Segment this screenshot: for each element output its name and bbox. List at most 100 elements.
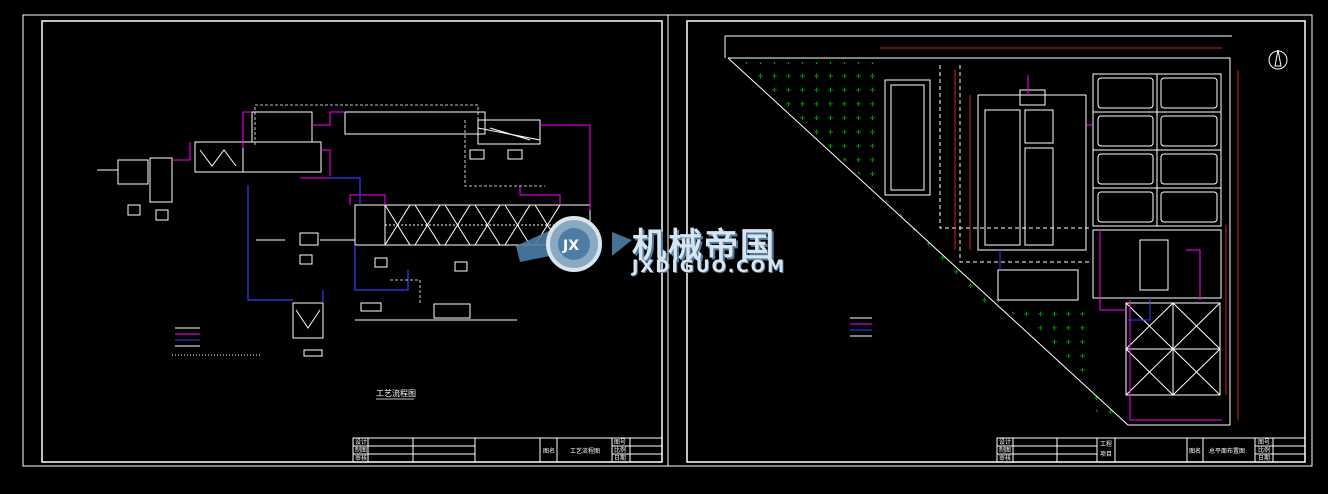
tank-cell — [984, 109, 1021, 246]
road-edge — [939, 65, 1090, 229]
reactor-media — [474, 204, 501, 246]
equipment-tag — [507, 149, 523, 160]
air-flotation-unit — [251, 111, 313, 143]
site-plan — [724, 35, 1288, 426]
pipe — [349, 194, 386, 205]
settling-hopper — [1125, 302, 1174, 350]
pipe — [321, 149, 331, 176]
tank-cell — [1097, 153, 1154, 185]
equipment-room — [1019, 89, 1046, 106]
north-arrow-icon — [1274, 49, 1282, 67]
filter-press — [433, 303, 471, 319]
building-sludge — [997, 269, 1079, 301]
right-pipes-blue — [999, 250, 1151, 321]
tank-cell — [1160, 153, 1218, 185]
tb-cell-drawing-name-label: 图名 — [543, 447, 555, 455]
pipe — [247, 185, 293, 301]
pipes-white-dashed — [254, 104, 545, 304]
tb-cell-scale: 比例 — [614, 446, 626, 454]
tb-cell-drawing-no: 图号 — [1258, 439, 1270, 446]
logo-wing-right — [612, 232, 632, 256]
settling-hopper — [1172, 302, 1221, 350]
pipes-magenta — [172, 111, 591, 210]
equipment-tag — [469, 149, 485, 160]
tb-cell-draw: 制图 — [999, 446, 1011, 454]
tank-cell — [1097, 115, 1154, 147]
reactor-media — [414, 204, 441, 246]
tb-cell-item: 项目 — [1100, 451, 1112, 458]
green-belt-hatch — [735, 62, 1130, 420]
pipe — [1129, 300, 1222, 421]
left-sheet-inner-border — [41, 20, 663, 463]
settling-hopper — [1125, 348, 1174, 396]
logo-letters: JX — [562, 238, 579, 254]
right-sheet-outer-border — [667, 14, 1313, 467]
tank-cell — [1160, 115, 1218, 147]
tank-cell — [1024, 147, 1054, 246]
equipment-tag — [374, 257, 388, 268]
pipe — [1099, 230, 1126, 311]
site-boundary — [727, 57, 1231, 426]
equipment-tag — [299, 254, 313, 265]
right-pipes-magenta — [1027, 75, 1222, 421]
tank-cell — [1160, 191, 1218, 223]
pipe — [1186, 249, 1201, 300]
title-block-frame — [352, 437, 663, 463]
gear-hub — [558, 228, 590, 260]
tb-cell-review: 审核 — [355, 454, 367, 462]
aux-tank — [1092, 229, 1222, 299]
process-flow-diagram — [97, 111, 591, 357]
pipe — [540, 124, 591, 210]
equipment-tag — [360, 302, 382, 312]
tb-cell-drawing-name-label: 图名 — [1189, 447, 1201, 455]
tb-cell-drawing-name: 工艺流程图 — [570, 447, 600, 455]
pipe — [254, 104, 479, 145]
tb-cell-project: 工程 — [1100, 440, 1112, 448]
right-title-block — [996, 437, 1306, 463]
right-title-block-text: 设计 制图 审核 工程 项目 图名 总平面布置图 图号 比例 日期 — [999, 438, 1270, 462]
building-main-tank — [977, 94, 1087, 251]
road-edge — [959, 65, 1090, 263]
tb-cell-drawing-name: 总平面布置图 — [1209, 447, 1245, 455]
inlet-well — [117, 159, 149, 185]
tb-cell-draw: 制图 — [355, 446, 367, 454]
right-sheet: ✢ — [667, 14, 1313, 467]
reaction-tank — [344, 111, 486, 135]
right-sheet-inner-border — [686, 20, 1306, 463]
tb-cell-design: 设计 — [999, 438, 1011, 446]
tb-cell-date: 日期 — [614, 454, 626, 462]
pump-house — [1139, 239, 1169, 291]
lift-pump-well — [149, 157, 173, 203]
settling-hopper — [1172, 348, 1221, 396]
building-office — [884, 79, 931, 196]
pipe — [1126, 298, 1151, 321]
regulating-tank — [242, 141, 322, 173]
tb-cell-drawing-no: 图号 — [614, 439, 626, 446]
pipe — [464, 120, 545, 187]
pipe — [390, 279, 421, 304]
tank-cell — [1097, 191, 1154, 223]
sludge-tank — [292, 302, 324, 339]
equipment-tag — [303, 349, 323, 357]
tb-cell-scale: 比例 — [1258, 446, 1270, 454]
tank-cell — [1024, 109, 1054, 144]
pipe — [312, 111, 345, 126]
sludge-tank-hopper — [295, 309, 321, 329]
building-office-inner — [890, 84, 925, 191]
tank-cell — [1097, 77, 1154, 109]
blower — [299, 232, 319, 246]
equipment-tag — [454, 261, 468, 272]
pump-symbol — [155, 209, 169, 221]
pump-symbol — [127, 204, 141, 216]
watermark-site: JXDIGUO.COM — [632, 257, 787, 277]
watermark-name: 机械帝国 — [632, 226, 776, 266]
left-title-block — [352, 437, 663, 463]
tb-cell-design: 设计 — [355, 438, 367, 446]
pipe — [330, 177, 361, 205]
title-block-frame — [996, 437, 1306, 463]
watermark-logo: JX — [516, 216, 632, 272]
left-sheet-title: 工艺流程图 — [376, 388, 416, 398]
pipe — [519, 186, 561, 205]
tb-cell-date: 日期 — [1258, 454, 1270, 462]
